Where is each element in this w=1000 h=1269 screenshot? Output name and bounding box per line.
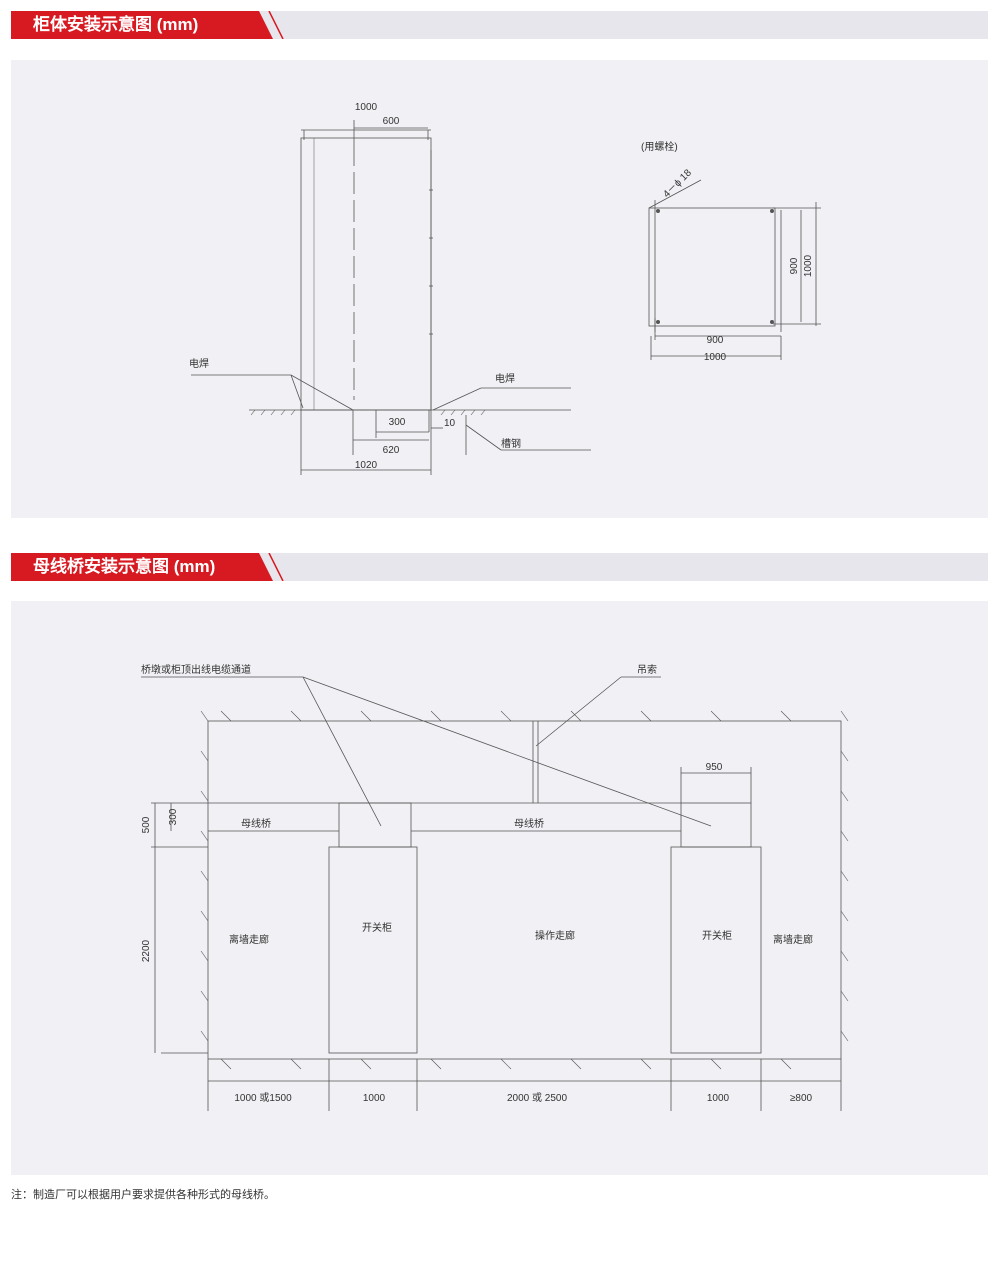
header-slash-decoration — [268, 11, 284, 39]
section-header-red-band — [11, 553, 273, 581]
section-title: 柜体安装示意图 (mm) — [33, 15, 199, 34]
dim-300: 300 — [168, 808, 179, 825]
dim-950: 950 — [706, 762, 723, 773]
label-switchgear-left: 开关柜 — [362, 921, 392, 934]
right-bridge-pier — [680, 802, 752, 848]
dim-bottom-3: 2000 或 2500 — [507, 1092, 567, 1104]
bolt-plan-rect — [648, 207, 776, 327]
section-header-busbar: 母线桥安装示意图 (mm) — [11, 553, 988, 581]
label-bolt-note: (用螺栓) — [641, 140, 678, 153]
dim-base-total: 1020 — [355, 460, 378, 471]
cabinet-diagram-panel: 1000 600 300 620 1020 10 电焊 电焊 槽钢 (用螺栓) … — [11, 60, 988, 518]
dim-bottom-900: 900 — [707, 335, 724, 346]
dim-bottom-4: 1000 — [707, 1093, 730, 1104]
label-weld-right: 电焊 — [495, 372, 515, 385]
dim-bottom-5: ≥800 — [790, 1093, 813, 1104]
cabinet-body — [300, 137, 432, 411]
dim-bottom-2: 1000 — [363, 1093, 386, 1104]
cabinet-install-diagram: 1000 600 300 620 1020 10 电焊 电焊 槽钢 (用螺栓) … — [189, 102, 821, 475]
dim-top-inner: 600 — [383, 116, 400, 127]
dim-gap: 10 — [444, 418, 456, 429]
label-cable-channel: 桥墩或柜顶出线电缆通道 — [141, 663, 251, 676]
label-switchgear-right: 开关柜 — [702, 929, 732, 942]
room-outline — [207, 720, 842, 1060]
dim-top-width: 1000 — [355, 102, 378, 113]
dim-base-mid: 620 — [383, 445, 400, 456]
section-header-cabinet: 柜体安装示意图 (mm) — [11, 11, 988, 39]
label-bridge-left: 母线桥 — [241, 817, 271, 830]
switchgear-left-box — [328, 846, 418, 1054]
label-corridor-right: 离墙走廊 — [773, 933, 813, 946]
dim-bottom-1000: 1000 — [704, 352, 727, 363]
dim-bolt: 4－ϕ 18 — [661, 167, 694, 200]
dim-side-900: 900 — [789, 257, 800, 274]
dim-500: 500 — [141, 816, 152, 833]
dim-base-inner: 300 — [389, 417, 406, 428]
dim-side-1000: 1000 — [803, 254, 814, 277]
header-slash-decoration — [268, 553, 284, 581]
dim-2200: 2200 — [141, 939, 152, 962]
label-operation-corridor: 操作走廊 — [535, 929, 575, 942]
section-title: 母线桥安装示意图 (mm) — [33, 557, 216, 576]
label-bridge-mid: 母线桥 — [514, 817, 544, 830]
busbar-install-diagram: 桥墩或柜顶出线电缆通道 吊索 母线桥 母线桥 离墙走廊 开关柜 操作走廊 开关柜… — [141, 663, 849, 1111]
busbar-diagram-panel: 桥墩或柜顶出线电缆通道 吊索 母线桥 母线桥 离墙走廊 开关柜 操作走廊 开关柜… — [11, 601, 988, 1175]
dim-bottom-1: 1000 或1500 — [234, 1092, 292, 1104]
label-channel-steel: 槽钢 — [501, 437, 521, 450]
footnote: 注：制造厂可以根据用户要求提供各种形式的母线桥。 — [11, 1189, 275, 1201]
section-header-red-band — [11, 11, 273, 39]
left-bridge-pier — [338, 802, 412, 848]
label-hanger: 吊索 — [637, 663, 657, 676]
switchgear-right-box — [670, 846, 762, 1054]
label-weld-left: 电焊 — [189, 357, 209, 370]
label-corridor-left: 离墙走廊 — [229, 933, 269, 946]
